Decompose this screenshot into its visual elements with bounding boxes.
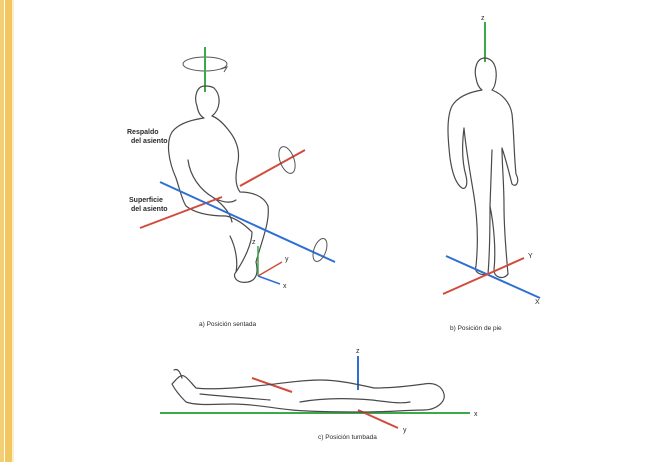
seated-z-label: z	[252, 239, 256, 246]
caption-standing: b) Posición de pie	[450, 325, 502, 332]
respaldo-label-line1: Respaldo	[127, 129, 159, 136]
lying-y-label: y	[403, 427, 407, 434]
standing-person	[448, 58, 518, 277]
seated-x-label: x	[283, 283, 287, 290]
standing-figure-group: z Y X b) Posición de pie	[443, 15, 540, 332]
standing-leg-divide	[490, 150, 492, 206]
lying-arm	[300, 399, 410, 403]
standing-z-label: z	[481, 15, 485, 22]
standing-x-label: X	[535, 299, 540, 306]
seated-person	[169, 86, 269, 282]
seated-arm	[188, 160, 236, 202]
superficie-label-line1: Superficie	[129, 197, 163, 204]
lying-x-label: x	[474, 411, 478, 418]
standing-x-axis	[446, 256, 540, 298]
foot-x-axis	[258, 276, 280, 284]
seated-figure-group: z y x Respaldo del asiento Superficie de…	[127, 47, 335, 328]
lying-leg-divide	[200, 394, 270, 400]
lying-figure-group: z y x c) Posición tumbada	[160, 348, 478, 441]
lying-person	[172, 376, 444, 412]
seated-y-label: y	[285, 256, 289, 263]
lying-z-axis-label: z	[356, 348, 360, 355]
seated-inner-leg	[230, 236, 237, 272]
caption-seated: a) Posición sentada	[199, 321, 256, 328]
superficie-label-line2: del asiento	[131, 206, 168, 213]
caption-lying: c) Posición tumbada	[318, 434, 377, 441]
arrowhead-icon	[221, 67, 227, 72]
foot-y-axis	[258, 262, 282, 276]
standing-y-axis	[443, 258, 524, 294]
respaldo-label-line2: del asiento	[131, 138, 168, 145]
lying-y-axis-upper	[252, 378, 292, 392]
standing-y-label: Y	[528, 253, 533, 260]
